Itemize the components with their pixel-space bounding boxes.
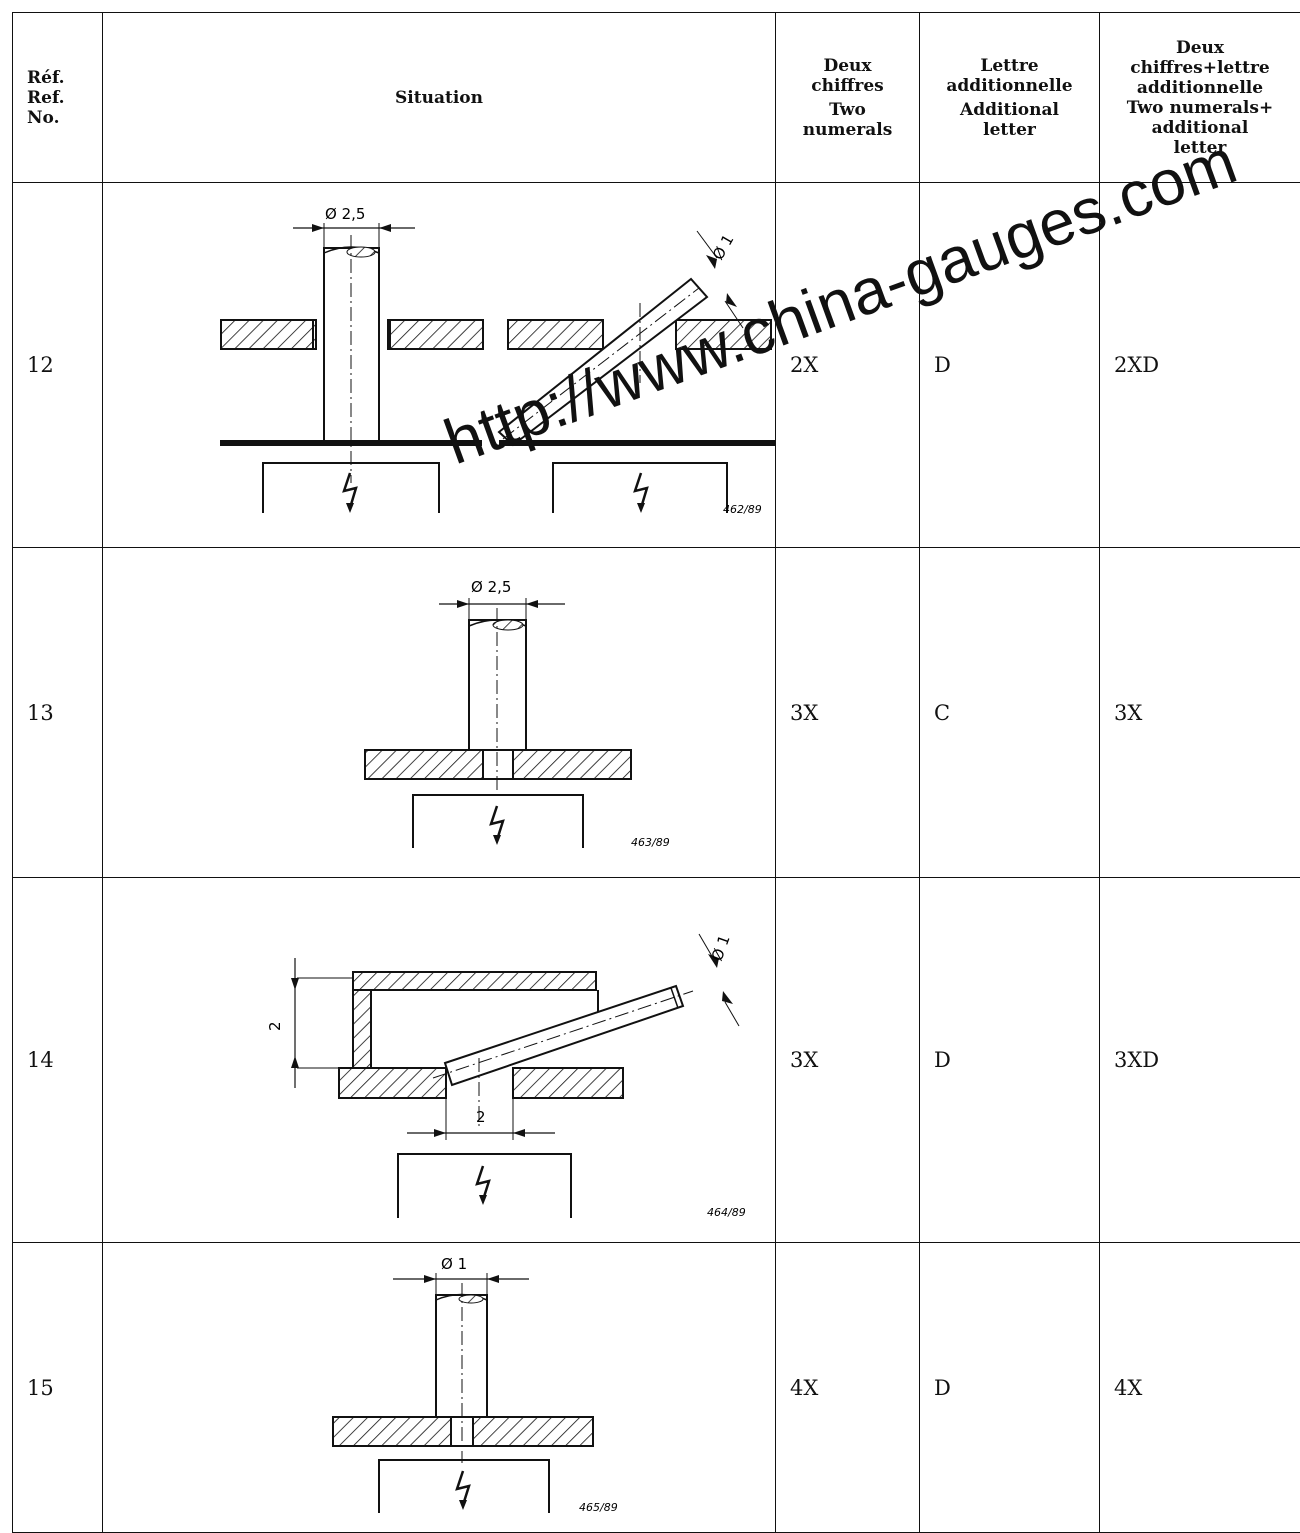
additional-letter-cell: D: [920, 1243, 1100, 1533]
additional-letter-header: Lettre additionnelle Additional letter: [920, 13, 1100, 183]
additional-letter-cell: D: [920, 183, 1100, 548]
table-row: 14 2: [13, 878, 1300, 1243]
dimension-label: Ø 1: [441, 1255, 467, 1273]
ip-code-table: Réf. Ref. No. Situation Deux chiffres Tw…: [12, 12, 1300, 1533]
situation-figure: Ø 2,5 463/89: [103, 548, 776, 878]
ref-cell: 13: [13, 548, 103, 878]
additional-letter-cell: D: [920, 878, 1100, 1243]
ref-cell: 15: [13, 1243, 103, 1533]
situation-figure: Ø 1 465/89: [103, 1243, 776, 1533]
two-numerals-cell: 2X: [776, 183, 920, 548]
two-numerals-header: Deux chiffres Two numerals: [776, 13, 920, 183]
dimension-label: Ø 1: [708, 933, 734, 964]
figure-id: 462/89: [723, 503, 762, 516]
dimension-label: 2: [476, 1108, 486, 1126]
combined-header: Deux chiffres+lettre additionnelle Two n…: [1100, 13, 1300, 183]
table-row: 12 Ø 2,5: [13, 183, 1300, 548]
figure-463-89: Ø 2,5 463/89: [103, 548, 775, 877]
ref-cell: 14: [13, 878, 103, 1243]
dimension-label: 2: [266, 1021, 284, 1031]
two-numerals-cell: 3X: [776, 548, 920, 878]
header-row: Réf. Ref. No. Situation Deux chiffres Tw…: [13, 13, 1300, 183]
situation-figure: Ø 2,5 Ø 1: [103, 183, 776, 548]
figure-id: 463/89: [631, 836, 670, 849]
combined-cell: 2XD: [1100, 183, 1300, 548]
combined-cell: 4X: [1100, 1243, 1300, 1533]
situation-figure: 2 2 Ø 1 464/89: [103, 878, 776, 1243]
figure-465-89: Ø 1 465/89: [103, 1243, 775, 1532]
ref-cell: 12: [13, 183, 103, 548]
two-numerals-cell: 4X: [776, 1243, 920, 1533]
figure-id: 464/89: [707, 1206, 746, 1219]
combined-cell: 3X: [1100, 548, 1300, 878]
ref-header: Réf. Ref. No.: [13, 13, 103, 183]
two-numerals-cell: 3X: [776, 878, 920, 1243]
figure-462-89: Ø 2,5 Ø 1: [103, 183, 775, 547]
situation-header: Situation: [103, 13, 776, 183]
dimension-label: Ø 2,5: [471, 578, 511, 596]
dimension-label: Ø 2,5: [325, 205, 365, 223]
table-row: 13 Ø 2,5 463/89 3X C 3: [13, 548, 1300, 878]
table-row: 15 Ø 1 465/89 4X D 4X: [13, 1243, 1300, 1533]
figure-464-89: 2 2 Ø 1 464/89: [103, 878, 775, 1242]
combined-cell: 3XD: [1100, 878, 1300, 1243]
additional-letter-cell: C: [920, 548, 1100, 878]
figure-id: 465/89: [579, 1501, 618, 1514]
